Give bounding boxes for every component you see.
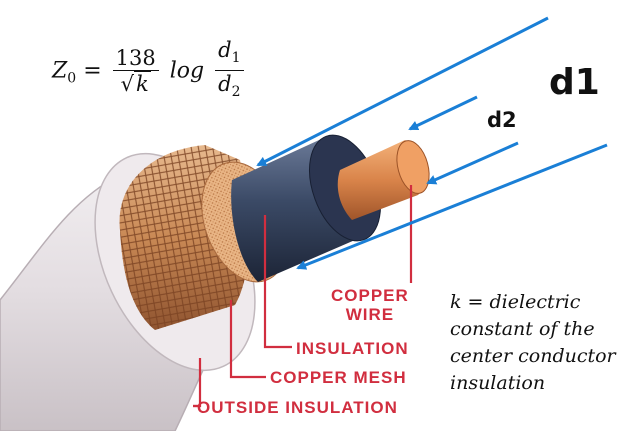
arrow-d2-bottom — [426, 141, 519, 185]
arrow-d2-top — [408, 95, 478, 131]
label-d2: d2 — [487, 108, 517, 132]
copper-wire-face — [396, 140, 430, 194]
dimension-arrows — [256, 16, 608, 270]
arrow-d1-top — [256, 16, 549, 167]
formula-log: log — [169, 58, 205, 84]
note-line2: constant of the — [450, 318, 595, 340]
formula-lhs: Z — [52, 58, 68, 84]
dielectric-note: k = dielectric constant of the center co… — [450, 289, 636, 397]
leader-lines — [193, 185, 413, 408]
note-line4: insulation — [450, 372, 546, 394]
label-insulation: INSULATION — [296, 339, 409, 358]
note-line1: k = dielectric — [450, 291, 581, 313]
sqrt-symbol: √ — [120, 72, 135, 96]
formula-fraction: 138 √k — [112, 46, 159, 97]
formula-d-ratio: d1 d2 — [215, 38, 244, 105]
label-copper-wire: COPPER WIRE — [331, 286, 409, 324]
formula-d2: d2 — [218, 72, 241, 100]
formula-d1: d1 — [215, 38, 244, 71]
formula-numerator: 138 — [112, 46, 159, 71]
formula-denominator: √k — [113, 71, 159, 97]
formula-radicand: k — [134, 71, 151, 96]
label-copper-wire-line1: COPPER — [331, 286, 409, 305]
label-d1: d1 — [549, 62, 600, 103]
arrow-d1-bottom — [296, 143, 608, 270]
formula-lhs-sub: 0 — [67, 70, 77, 87]
formula-equals: = — [83, 58, 102, 84]
note-line3: center conductor — [450, 345, 616, 367]
impedance-formula: Z0 = 138 √k log d1 d2 — [52, 38, 248, 105]
label-outside-insulation: OUTSIDE INSULATION — [197, 398, 398, 417]
label-copper-mesh: COPPER MESH — [270, 368, 407, 387]
label-copper-wire-line2: WIRE — [345, 305, 395, 324]
